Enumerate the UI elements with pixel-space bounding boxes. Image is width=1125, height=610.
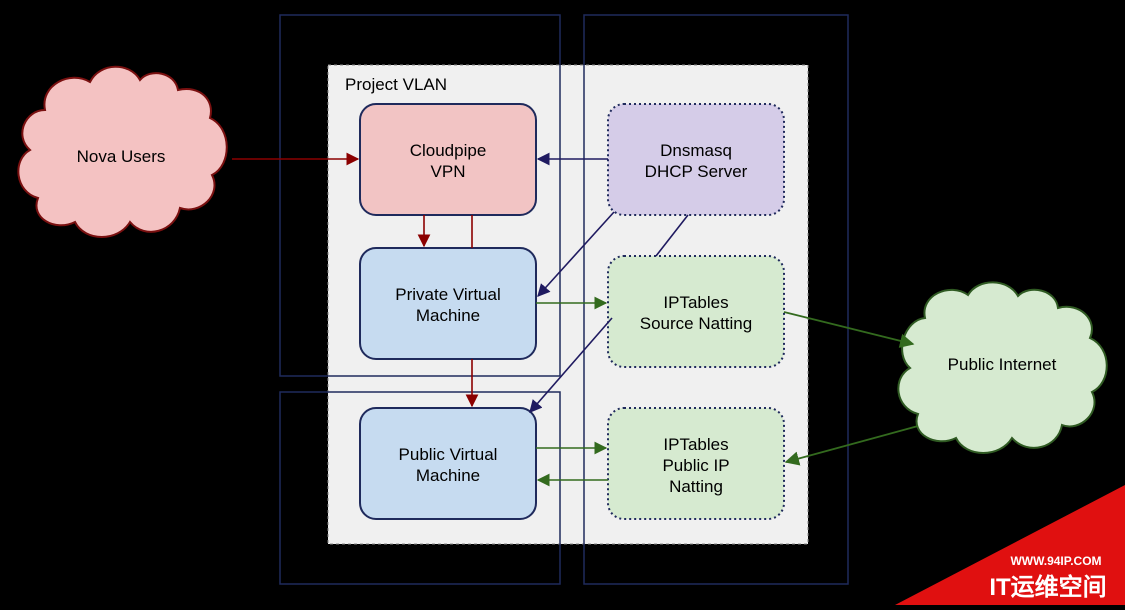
watermark: WWW.94IP.COM IT运维空间 (895, 485, 1125, 605)
nova-users-label: Nova Users (77, 147, 166, 166)
watermark-brand: IT运维空间 (989, 573, 1106, 601)
watermark-url: WWW.94IP.COM (1010, 554, 1101, 568)
private-vm-label-line1: Private Virtual (395, 285, 501, 304)
cloudpipe-label-line2: VPN (431, 162, 466, 181)
host-frame-right (583, 14, 849, 585)
host-frame-top-left (279, 14, 561, 377)
iptables-snat-node: IPTables Source Natting (607, 255, 785, 368)
iptables-public-label-line3: Natting (669, 477, 723, 496)
public-vm-label-line1: Public Virtual (399, 445, 498, 464)
public-internet-label: Public Internet (948, 355, 1057, 374)
iptables-snat-label-line1: IPTables (663, 293, 728, 312)
arrow-dnsmasq-to-public-vm (529, 317, 613, 413)
project-vlan-label: Project VLAN (345, 75, 447, 94)
private-vm-node: Private Virtual Machine (359, 247, 537, 360)
iptables-public-label-line1: IPTables (663, 435, 728, 454)
dnsmasq-dhcp-node: Dnsmasq DHCP Server (607, 103, 785, 216)
public-vm-node: Public Virtual Machine (359, 407, 537, 520)
private-vm-label-line2: Machine (416, 306, 480, 325)
cloudpipe-label-line1: Cloudpipe (410, 141, 487, 160)
dnsmasq-label-line1: Dnsmasq (660, 141, 732, 160)
host-frame-bottom-left (279, 391, 561, 585)
arrow-dnsmasq-to-private-vm (537, 211, 615, 297)
public-vm-label-line2: Machine (416, 466, 480, 485)
iptables-public-label-line2: Public IP (662, 456, 729, 475)
nova-users-cloud: Nova Users (17, 65, 228, 238)
iptables-public-node: IPTables Public IP Natting (607, 407, 785, 520)
dnsmasq-label-line2: DHCP Server (645, 162, 748, 181)
cloudpipe-vpn-node: Cloudpipe VPN (359, 103, 537, 216)
public-internet-cloud: Public Internet (897, 281, 1108, 454)
arrow-internet-to-public-nat (784, 425, 919, 466)
iptables-snat-label-line2: Source Natting (640, 314, 752, 333)
link-dnsmasq-down (655, 214, 689, 257)
arrow-snat-to-internet (783, 311, 915, 348)
